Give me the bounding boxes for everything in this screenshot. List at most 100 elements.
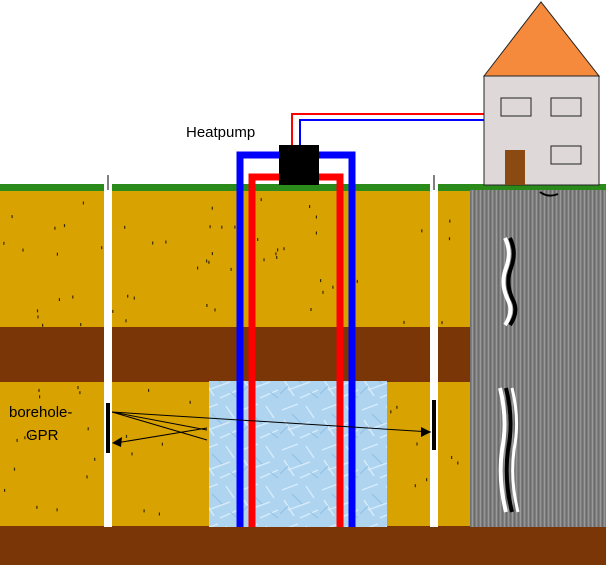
sand-speck: [125, 434, 128, 438]
sand-speck: [42, 323, 44, 327]
sand-speck: [37, 315, 39, 319]
sand-speck: [208, 260, 210, 264]
sand-speck: [56, 252, 58, 256]
sand-speck: [3, 241, 5, 245]
sand-speck: [58, 298, 60, 302]
sand-speck: [101, 246, 103, 250]
sand-speck: [24, 436, 26, 440]
sand-speck: [158, 512, 160, 516]
borehole-left: [104, 178, 112, 527]
sand-speck: [230, 267, 232, 271]
sand-speck: [277, 248, 279, 252]
sand-speck: [133, 296, 135, 300]
sand-speck: [315, 231, 317, 235]
sand-speck: [209, 225, 211, 229]
sand-speckles: [3, 198, 459, 516]
arrow-head-left: [112, 437, 122, 447]
sand-speck: [131, 452, 133, 456]
sand-speck: [457, 461, 459, 465]
sand-speck: [448, 237, 451, 241]
sand-speck: [94, 457, 96, 461]
grass-surface: [0, 184, 606, 191]
sand-speck: [161, 442, 163, 446]
sand-speck: [206, 304, 208, 307]
house-icon: [482, 1, 601, 186]
sand-speck: [441, 321, 443, 325]
sand-speck: [221, 225, 223, 229]
sand-speck: [124, 225, 126, 229]
sand-speck: [275, 252, 277, 256]
sand-speck: [276, 256, 278, 259]
sand-speck: [206, 259, 208, 263]
sand-speck: [16, 438, 18, 442]
sand-speck: [143, 509, 145, 513]
sand-speck: [127, 294, 129, 298]
sand-speck: [54, 226, 56, 230]
sand-speck: [214, 308, 216, 312]
sand-speck: [30, 434, 32, 438]
sand-speck: [449, 219, 451, 223]
gpr-antenna-left: [106, 403, 110, 453]
sand-speck: [396, 405, 398, 409]
borehole-gpr-label-line2: GPR: [26, 427, 59, 444]
sand-speck: [79, 391, 81, 395]
sand-speck: [309, 205, 311, 208]
sand-speck: [165, 240, 167, 244]
pipe-hot-to-house: [291, 113, 486, 145]
sand-speck: [416, 442, 418, 446]
sand-speck: [11, 215, 13, 219]
sand-speck: [86, 475, 88, 479]
sand-speck: [38, 388, 40, 392]
sand-speck: [77, 386, 79, 390]
sand-speck: [72, 295, 74, 299]
sand-speck: [56, 508, 58, 512]
sand-speck: [80, 323, 82, 327]
gpr-radargram: [470, 190, 606, 527]
sand-speck: [451, 456, 453, 459]
sand-speck: [315, 215, 317, 219]
sand-speck: [36, 309, 39, 313]
gpr-rays: [111, 411, 432, 444]
heatpump-box: [279, 145, 319, 185]
borehole-gpr-label-line1: borehole-: [9, 404, 72, 421]
pipe-cold-to-house: [299, 119, 486, 145]
sand-speck: [414, 484, 416, 488]
arrow-head-right: [421, 427, 431, 437]
sand-speck: [320, 279, 322, 283]
sand-speck: [310, 308, 312, 311]
sand-speck: [22, 248, 24, 252]
sand-speck: [112, 309, 114, 313]
sand-speck: [263, 258, 265, 262]
bedrock-layer: [0, 526, 606, 565]
sand-speck: [322, 290, 324, 294]
sand-speck: [13, 467, 16, 471]
gpr-antenna-right: [432, 400, 436, 450]
sand-speck: [82, 201, 84, 205]
sand-speck: [4, 488, 6, 492]
sand-speck: [260, 198, 262, 202]
sand-speck: [211, 206, 213, 210]
borehole-right: [430, 178, 438, 527]
ice-zone: [209, 381, 387, 527]
sand-speck: [356, 279, 358, 283]
sand-speck: [234, 225, 236, 229]
sand-speck: [426, 478, 428, 482]
sand-speck: [148, 388, 150, 392]
sand-speck: [87, 427, 89, 431]
sand-speck: [36, 505, 38, 509]
sand-speck: [257, 238, 259, 241]
sand-speck: [421, 229, 423, 233]
sand-speck: [125, 319, 127, 323]
sand-speck: [197, 266, 199, 270]
sand-speck: [403, 320, 405, 324]
sand-speck: [39, 395, 41, 399]
sand-speck: [211, 252, 213, 256]
sand-speck: [63, 224, 66, 228]
heatpump-label: Heatpump: [186, 124, 255, 141]
sand-speck: [332, 285, 334, 289]
sand-speck: [152, 241, 154, 245]
sand-speck: [390, 410, 392, 414]
sand-speck: [189, 400, 191, 404]
sand-speck: [283, 247, 285, 251]
